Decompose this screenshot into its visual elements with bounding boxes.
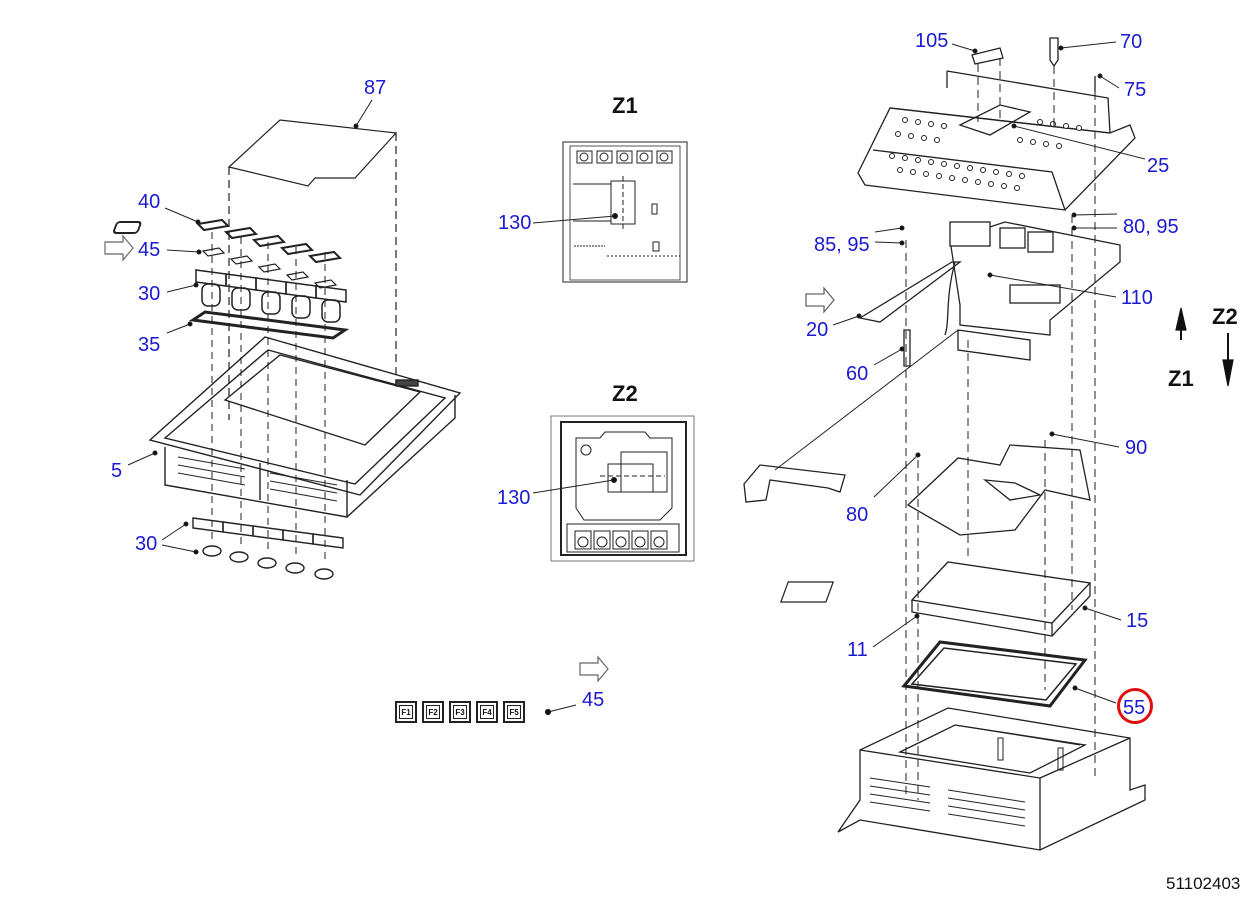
callout-87[interactable]: 87 bbox=[364, 77, 387, 99]
part-20-ribbon-cable bbox=[858, 261, 962, 323]
arrow-20 bbox=[805, 286, 835, 314]
function-key-f4: F4 bbox=[476, 701, 498, 723]
callout-20[interactable]: 20 bbox=[806, 319, 829, 341]
function-key-f3: F3 bbox=[449, 701, 471, 723]
callout-55[interactable]: 55 bbox=[1123, 697, 1146, 719]
part-35-gasket bbox=[188, 310, 350, 340]
callout-130-z1[interactable]: 130 bbox=[498, 212, 532, 234]
view-title-z2: Z2 bbox=[612, 381, 638, 406]
callout-110[interactable]: 110 bbox=[1121, 287, 1153, 309]
document-number: 51102403 bbox=[1166, 874, 1241, 893]
part-105-label-plate bbox=[971, 47, 1004, 65]
mounting-plate bbox=[906, 444, 1091, 536]
z1-view bbox=[532, 141, 688, 283]
highlight-circle bbox=[1117, 688, 1153, 724]
arrow-45-keys bbox=[579, 655, 609, 683]
leader-lines-right bbox=[832, 41, 1146, 704]
function-key-label: F3 bbox=[455, 707, 465, 717]
part-70-valve bbox=[1049, 37, 1059, 68]
callout-80-95[interactable]: 80, 95 bbox=[1123, 216, 1179, 238]
part-15-display bbox=[910, 561, 1092, 624]
view-title-z1: Z1 bbox=[612, 93, 638, 118]
part-40-keycaps bbox=[113, 218, 343, 264]
part-30-lower-housings bbox=[192, 517, 344, 580]
rear-housing bbox=[837, 707, 1146, 851]
part-25-top-cover bbox=[857, 107, 1136, 211]
z-direction-arrows bbox=[1175, 307, 1234, 387]
function-key-f2: F2 bbox=[422, 701, 444, 723]
leader-lines-left bbox=[127, 99, 373, 555]
part-60-spacer bbox=[903, 329, 911, 367]
callout-30[interactable]: 30 bbox=[138, 283, 161, 305]
part-55-gasket bbox=[901, 640, 1088, 708]
flat-cable bbox=[743, 464, 846, 503]
function-key-label: F4 bbox=[482, 707, 492, 717]
right-assembly bbox=[743, 37, 1146, 851]
part-87-cover bbox=[227, 119, 398, 187]
callout-80[interactable]: 80 bbox=[846, 504, 869, 526]
callout-130-z2[interactable]: 130 bbox=[497, 487, 531, 509]
part-110-pcb bbox=[949, 221, 1121, 336]
callout-75[interactable]: 75 bbox=[1124, 79, 1147, 101]
function-key-label: F2 bbox=[428, 707, 438, 717]
left-assembly bbox=[104, 99, 462, 580]
part-5-front-housing bbox=[148, 336, 462, 518]
callout-70[interactable]: 70 bbox=[1120, 31, 1143, 53]
callout-15[interactable]: 15 bbox=[1126, 610, 1149, 632]
function-key-label: F1 bbox=[401, 707, 411, 717]
callout-40[interactable]: 40 bbox=[138, 191, 161, 213]
function-key-f5: F5 bbox=[503, 701, 525, 723]
callout-105[interactable]: 105 bbox=[915, 30, 949, 52]
direction-label-z2: Z2 bbox=[1212, 304, 1238, 329]
function-key-label: F5 bbox=[509, 707, 519, 717]
function-key-f1: F1 bbox=[395, 701, 417, 723]
direction-label-z1: Z1 bbox=[1168, 366, 1194, 391]
callout-85-95[interactable]: 85, 95 bbox=[814, 234, 870, 256]
arrow-45-left bbox=[104, 234, 134, 262]
callout-30-lower[interactable]: 30 bbox=[135, 533, 158, 555]
callout-35[interactable]: 35 bbox=[138, 334, 161, 356]
z2-view bbox=[532, 415, 695, 562]
callout-45[interactable]: 45 bbox=[138, 239, 161, 261]
callout-11[interactable]: 11 bbox=[847, 639, 868, 661]
callout-5[interactable]: 5 bbox=[111, 460, 123, 482]
callout-45-keys[interactable]: 45 bbox=[582, 689, 605, 711]
callout-25[interactable]: 25 bbox=[1147, 155, 1170, 177]
callout-60[interactable]: 60 bbox=[846, 363, 869, 385]
callout-90[interactable]: 90 bbox=[1125, 437, 1148, 459]
